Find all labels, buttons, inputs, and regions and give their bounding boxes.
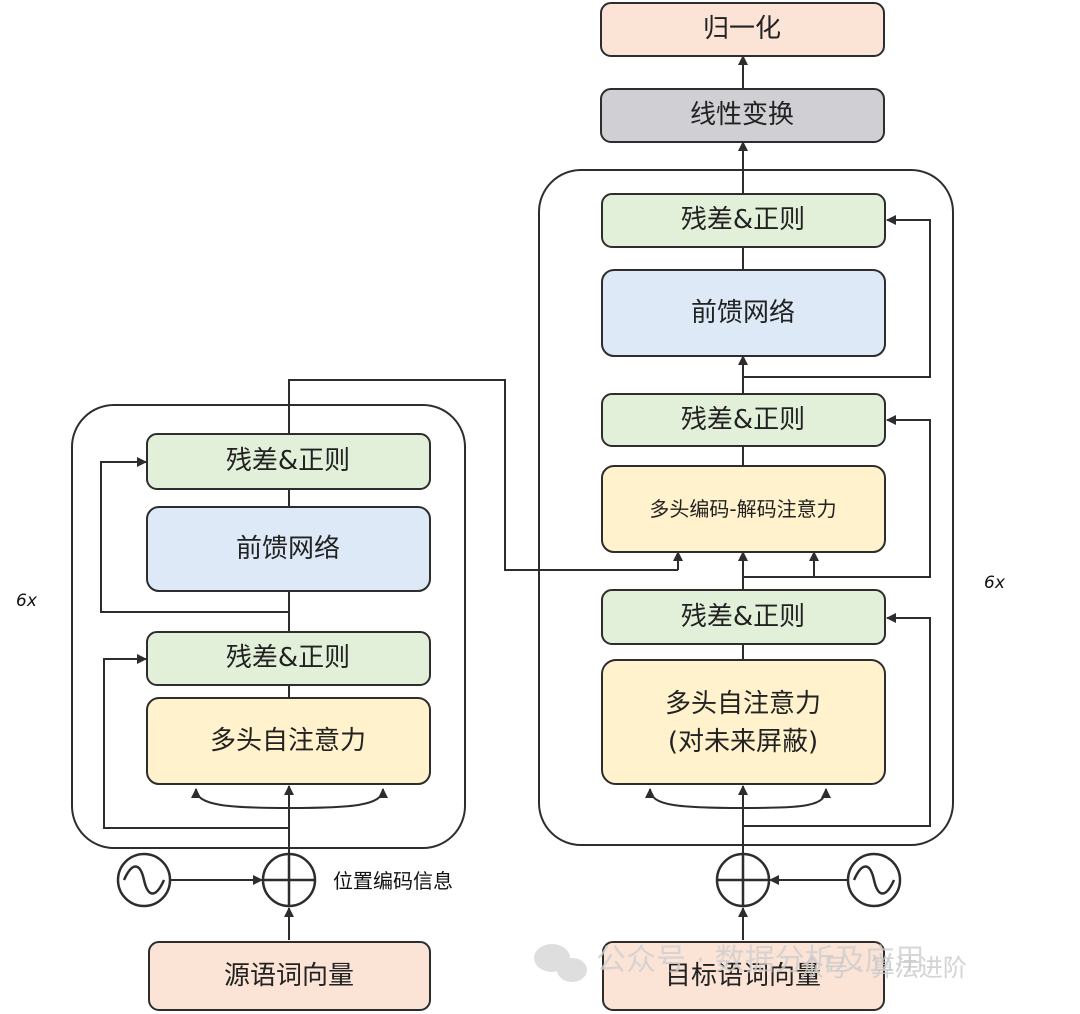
encoder-repeat-label: 6x xyxy=(16,591,38,611)
encoder-feed-forward: 前馈网络 xyxy=(146,506,431,592)
svg-text:源语词向量: 源语词向量 xyxy=(224,961,354,991)
encoder-sine-icon xyxy=(116,852,172,908)
svg-text:线性变换: 线性变换 xyxy=(690,100,794,130)
svg-text:多头自注意力: 多头自注意力 xyxy=(210,726,366,756)
decoder-cross-attention: 多头编码-解码注意力 xyxy=(601,465,886,553)
svg-text:残差&正则: 残差&正则 xyxy=(681,602,805,632)
svg-text:残差&正则: 残差&正则 xyxy=(226,643,350,673)
svg-text:归一化: 归一化 xyxy=(703,14,781,44)
svg-text:前馈网络: 前馈网络 xyxy=(691,298,795,328)
svg-text:前馈网络: 前馈网络 xyxy=(236,534,340,564)
positional-encoding-label: 位置编码信息 xyxy=(333,869,453,893)
connectors xyxy=(100,55,931,940)
svg-text:众号 · 算法进阶: 众号 · 算法进阶 xyxy=(800,954,967,982)
encoder-add-circle xyxy=(261,852,317,908)
svg-text:(对未来屏蔽): (对未来屏蔽) xyxy=(668,727,818,757)
encoder-container xyxy=(71,404,466,849)
svg-text:残差&正则: 残差&正则 xyxy=(681,405,805,435)
decoder-add-circle xyxy=(715,852,771,908)
svg-text:目标语词向量: 目标语词向量 xyxy=(665,961,821,991)
svg-text:多头编码-解码注意力: 多头编码-解码注意力 xyxy=(649,497,836,521)
decoder-container xyxy=(538,169,954,846)
svg-text:多头自注意力: 多头自注意力 xyxy=(665,689,821,719)
encoder-add-norm-top: 残差&正则 xyxy=(146,433,431,490)
encoder-input: 源语词向量 xyxy=(148,941,431,1011)
encoder-add-norm-bottom: 残差&正则 xyxy=(146,631,431,686)
decoder-add-norm-top: 残差&正则 xyxy=(601,193,886,248)
decoder-add-norm-mid: 残差&正则 xyxy=(601,393,886,447)
output-linear: 线性变换 xyxy=(600,88,885,143)
decoder-masked-attention: 多头自注意力 (对未来屏蔽) xyxy=(601,659,886,785)
decoder-feed-forward: 前馈网络 xyxy=(601,269,886,357)
svg-text:公众号 · 数据分析及应用: 公众号 · 数据分析及应用 xyxy=(596,943,925,978)
decoder-input: 目标语词向量 xyxy=(602,941,885,1011)
svg-text:残差&正则: 残差&正则 xyxy=(226,446,350,476)
decoder-sine-icon xyxy=(846,852,902,908)
output-softmax: 归一化 xyxy=(600,2,885,57)
decoder-add-norm-bottom: 残差&正则 xyxy=(601,589,886,645)
encoder-self-attention: 多头自注意力 xyxy=(146,697,431,785)
watermark: 公众号 · 数据分析及应用 众号 · 算法进阶 xyxy=(534,943,967,982)
wechat-icon xyxy=(534,944,587,982)
svg-text:残差&正则: 残差&正则 xyxy=(681,205,805,235)
decoder-repeat-label: 6x xyxy=(984,573,1006,593)
